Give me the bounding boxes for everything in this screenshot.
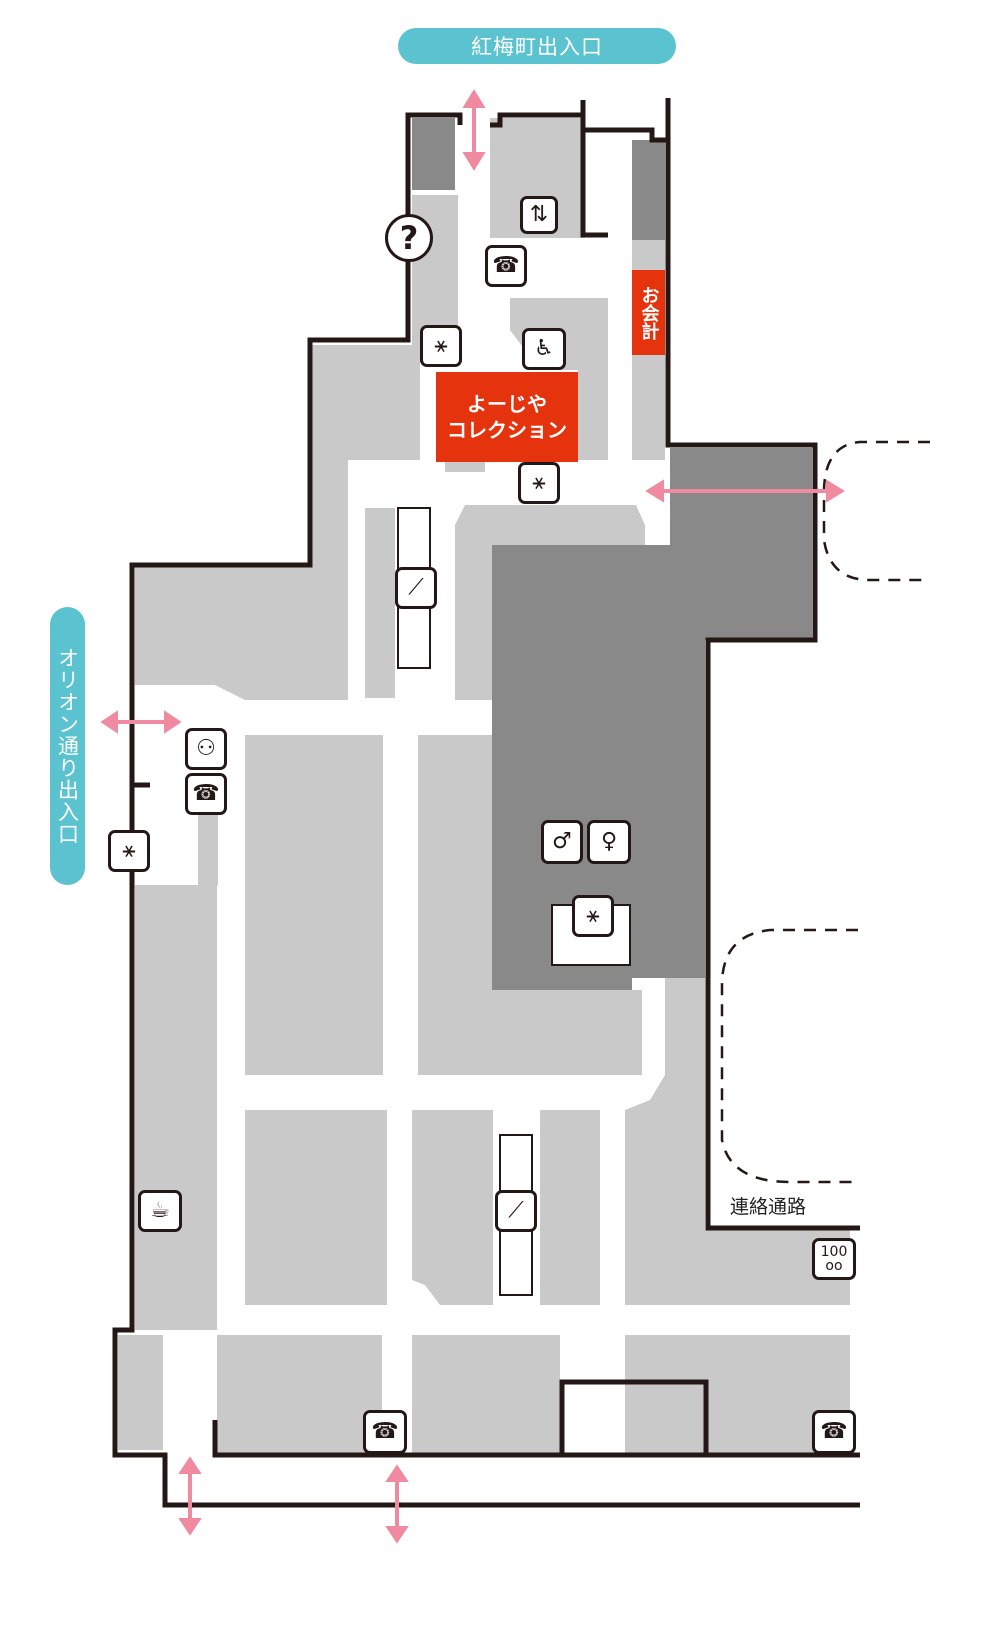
wheelchair-icon: ♿ [522,328,566,370]
dashed-outlines [720,440,930,1184]
stairs-icon: ⚹ [420,325,462,367]
floor-areas [118,118,850,1455]
entrance-label-kobaicho: 紅梅町出入口 [398,28,676,64]
telephone-icon: ☎ [363,1410,407,1454]
telephone-icon: ☎ [812,1410,856,1454]
coin-locker-label: 100 [820,1244,848,1260]
entrance-label-orion: オリオン通り出入口 [50,607,85,885]
passage-label: 連絡通路 [730,1196,807,1218]
cashier-label: お会計 [632,270,665,355]
elevator-icon[interactable]: ⇅ [520,196,558,234]
stairs-icon: ⚹ [108,830,150,872]
info-icon[interactable]: ? [385,214,433,262]
shop-yojiya-collection[interactable]: よーじや コレクション [436,372,578,462]
stairs-icon: ⚹ [518,462,560,504]
restroom-male-icon: ♂ [541,820,583,864]
stairs-icon: ⚹ [572,895,614,937]
restroom-female-icon: ♀ [587,820,631,864]
escalator-icon: ⟋ [395,567,437,609]
nursing-room-icon: ⚇ [185,728,227,770]
telephone-icon: ☎ [485,245,527,287]
coins-icon: oo [825,1258,843,1274]
entrance-arrows [100,89,845,1544]
shop-name-line2: コレクション [447,418,567,442]
escalator-icon: ⟋ [495,1190,537,1232]
cafe-icon: ☕ [138,1190,182,1232]
shop-name-line1: よーじや [467,392,547,416]
telephone-icon: ☎ [185,773,227,815]
walls [112,98,860,1508]
